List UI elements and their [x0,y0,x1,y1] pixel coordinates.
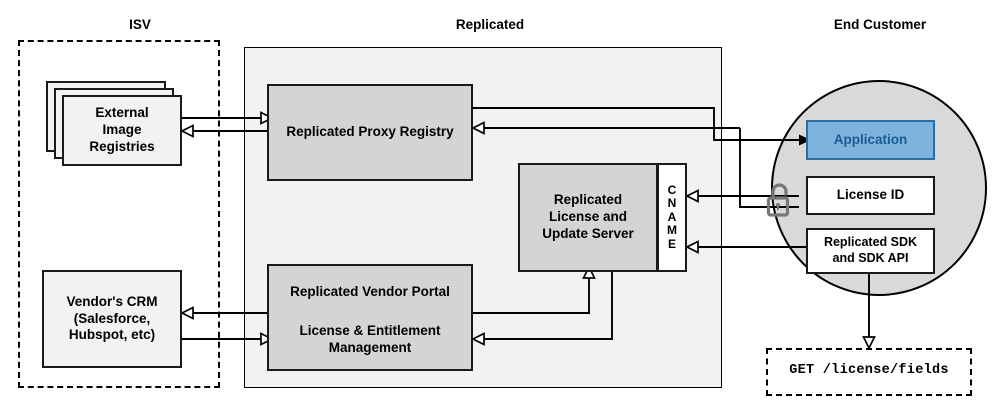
api-call-label: GET /license/fields [789,363,949,378]
arrowhead-portal-in-2 [260,332,274,346]
unlock-icon [763,181,795,219]
replicated-proxy-registry[interactable]: Replicated Proxy Registry [267,84,473,181]
replicated-vendor-portal[interactable]: Replicated Vendor Portal License & Entit… [267,264,473,371]
wire-proxy-to-application [473,107,799,141]
replicated-sdk-line-2: and SDK API [832,251,909,265]
replicated-proxy-registry-label: Replicated Proxy Registry [286,124,454,140]
arrowhead-api-call-in [862,336,876,350]
cname-letter-a: A [667,209,677,224]
zone-title-replicated: Replicated [455,17,525,32]
cname-letter-e: E [667,236,676,251]
arrowhead-license-server-in [582,265,596,279]
cname-letter-m: M [667,223,677,238]
zone-title-isv: ISV [129,17,151,32]
vendors-crm[interactable]: Vendor's CRM (Salesforce, Hubspot, etc) [42,270,182,368]
replicated-license-and-update-server[interactable]: Replicated License and Update Server [518,163,658,272]
license-server-line-1: Replicated [553,192,623,208]
arrowhead-proxy-return [471,121,485,135]
cname-letter-c: C [667,182,677,197]
vendor-portal-title: Replicated Vendor Portal [290,284,450,299]
replicated-sdk-box[interactable]: Replicated SDK and SDK API [806,228,935,274]
replicated-sdk-line-1: Replicated SDK [823,235,918,250]
arrowhead-crm-in [180,306,194,320]
wire-license-server-to-portal [484,272,613,340]
arrowhead-registries-in [180,124,194,138]
vendor-portal-line-2: License & Entitlement [299,322,441,338]
license-id-label: License ID [836,187,905,203]
application-box[interactable]: Application [806,120,935,160]
wire-customer-to-proxy [739,128,799,208]
application-label: Application [833,131,908,147]
external-image-registries[interactable]: External Image Registries [62,95,182,166]
cname-box[interactable]: C N A M E [657,163,687,272]
license-server-line-2: License and [548,209,628,225]
cname-letter-n: N [667,196,677,211]
wire-portal-to-license-server [473,278,590,314]
vendors-crm-line-1: Vendor's CRM [66,293,158,309]
license-id-box[interactable]: License ID [806,176,935,215]
arrowhead-cname-lower [685,240,699,254]
vendors-crm-line-3: Hubspot, etc) [68,327,156,343]
license-server-line-3: Update Server [542,225,634,241]
zone-isv [18,40,220,388]
api-call-box [766,348,972,396]
external-image-registries-line-3: Registries [89,138,155,154]
arrowhead-cname-upper [685,189,699,203]
vendor-portal-line-3: Management [328,339,412,355]
arrowhead-application-in [799,134,811,146]
arrowhead-proxy-in [260,111,274,125]
zone-title-end-customer: End Customer [833,17,927,32]
external-image-registries-line-1: External [95,105,149,121]
arrowhead-portal-in [471,332,485,346]
vendors-crm-line-2: (Salesforce, [73,310,151,326]
external-image-registries-line-2: Image [102,122,142,138]
